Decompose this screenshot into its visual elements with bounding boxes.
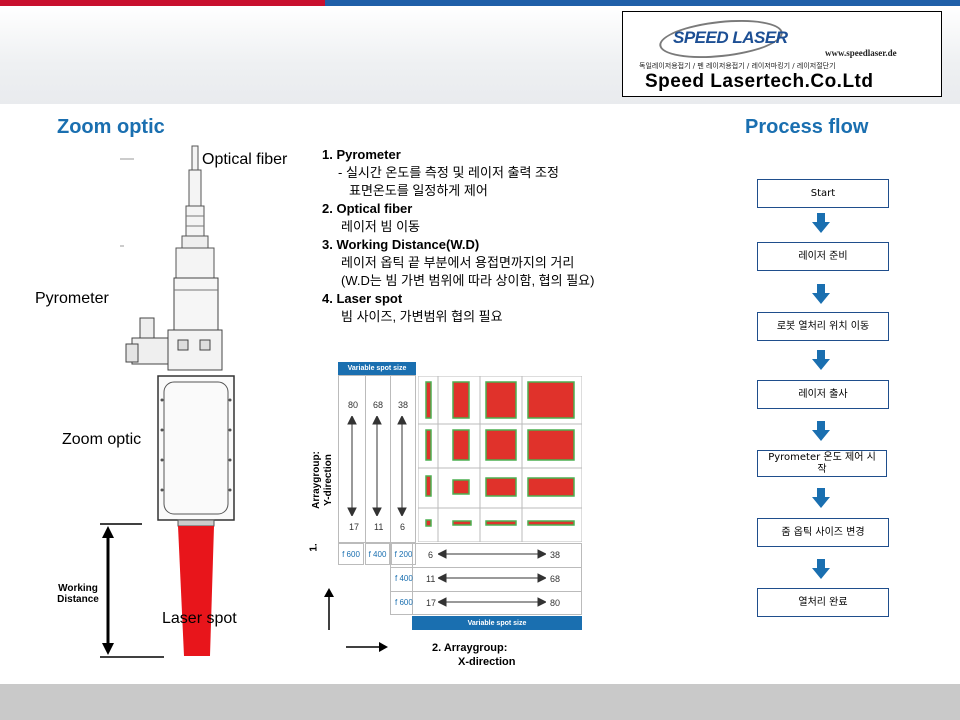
- logo-url: www.speedlaser.de: [825, 48, 897, 58]
- desc-line: 레이저 빔 이동: [341, 219, 420, 234]
- y-axis-label-line2: Y-direction: [322, 454, 334, 506]
- optical-fiber-label: Optical fiber: [202, 151, 288, 168]
- focal-f400: f 400: [365, 543, 390, 565]
- flow-step-robot-move: 로봇 열처리 위치 이동: [757, 312, 889, 341]
- y-axis-label: Arraygroup: Y-direction: [296, 450, 366, 510]
- grid-footer: Variable spot size: [412, 616, 582, 630]
- y-max-f600: 80: [348, 400, 359, 410]
- laser-spot-label: Laser spot: [162, 610, 237, 627]
- desc-line: 레이저 옵틱 끝 부분에서 용접면까지의 거리: [341, 255, 575, 270]
- y-min-f600: 17: [349, 522, 360, 532]
- x-max-f400: 68: [550, 574, 561, 584]
- zoom-optic-drawing: [100, 145, 235, 658]
- y-axis-number: 1.: [308, 543, 320, 552]
- flow-arrow-icon: [812, 488, 830, 508]
- company-logo: SPEED LASER www.speedlaser.de 독일레이저용접기 /…: [622, 11, 942, 97]
- x-axis-label-line1: 2. Arraygroup:: [432, 642, 508, 654]
- logo-company: Speed Lasertech.Co.Ltd: [645, 71, 874, 92]
- desc-heading-pyrometer: 1. Pyrometer: [322, 147, 401, 162]
- desc-line: 표면온도를 일정하게 제어: [349, 183, 488, 198]
- focal-f600: f 600: [338, 543, 364, 565]
- x-focal-f600: f 600: [395, 598, 413, 607]
- top-accent-red: [0, 0, 325, 6]
- flow-step-laser-emit: 레이저 출사: [757, 380, 889, 409]
- x-max-f600: 80: [550, 598, 561, 608]
- y-axis-label-line1: Arraygroup:: [310, 451, 322, 509]
- x-rows-frame: [390, 543, 582, 615]
- y-column-frame: [338, 375, 416, 543]
- logo-brand: SPEED LASER: [673, 28, 788, 47]
- y-direction-arrow: [324, 588, 334, 630]
- y-max-f400: 68: [373, 400, 384, 410]
- flow-arrow-icon: [812, 559, 830, 579]
- x-range-arrows: [438, 549, 546, 607]
- flow-step-pyrometer: Pyrometer 온도 제어 시작: [757, 450, 887, 477]
- desc-line: - 실시간 온도를 측정 및 레이저 출력 조정: [338, 165, 559, 180]
- desc-heading-laser-spot: 4. Laser spot: [322, 291, 403, 306]
- x-axis-label-line2: X-direction: [458, 656, 516, 668]
- x-max-f200: 38: [550, 550, 561, 560]
- y-min-f400: 11: [374, 522, 384, 532]
- working-distance-label: Working Distance: [52, 583, 104, 605]
- zoom-optic-title: Zoom optic: [57, 116, 165, 138]
- flow-arrow-icon: [812, 213, 830, 233]
- flow-step-finish: 열처리 완료: [757, 588, 889, 617]
- desc-heading-working-distance: 3. Working Distance(W.D): [322, 237, 480, 252]
- spot-size-grid: Variable spot size 80 68 38 17 11 6 f 60…: [338, 362, 584, 634]
- pyrometer-label: Pyrometer: [35, 290, 109, 307]
- y-range-arrows: [347, 416, 407, 516]
- desc-line: (W.D는 빔 가변 범위에 따라 상이함, 협의 필요): [341, 273, 595, 288]
- flow-arrow-icon: [812, 421, 830, 441]
- laser-beam: [178, 526, 214, 656]
- flow-arrow-icon: [812, 284, 830, 304]
- y-min-f200: 6: [400, 522, 406, 532]
- x-min-f400: 11: [426, 574, 436, 584]
- working-distance-line2: Distance: [57, 594, 99, 605]
- logo-subtitle: 독일레이저용접기 / 펜 레이저용접기 / 레이저마킹기 / 레이저절단기: [639, 62, 836, 70]
- top-accent-blue: [325, 0, 960, 6]
- process-flow-title: Process flow: [745, 116, 869, 138]
- x-focal-f400: f 400: [395, 574, 413, 583]
- x-axis-label: 2. Arraygroup: X-direction: [432, 641, 515, 669]
- desc-line: 빔 사이즈, 가변범위 협의 필요: [341, 309, 503, 324]
- grid-header: Variable spot size: [338, 362, 416, 375]
- working-distance-line1: Working: [58, 583, 98, 594]
- footer-bar: [0, 684, 960, 720]
- flow-step-zoom-change: 줌 옵틱 사이즈 변경: [757, 518, 889, 547]
- x-min-f200: 6: [428, 550, 434, 560]
- desc-heading-optical-fiber: 2. Optical fiber: [322, 201, 413, 216]
- zoom-optic-label: Zoom optic: [62, 431, 142, 448]
- flow-arrow-icon: [812, 350, 830, 370]
- description-list: 1. Pyrometer - 실시간 온도를 측정 및 레이저 출력 조정 표면…: [322, 146, 594, 326]
- flow-step-start: Start: [757, 179, 889, 208]
- x-min-f600: 17: [426, 598, 437, 608]
- x-direction-arrow: [346, 642, 388, 652]
- y-max-f200: 38: [398, 400, 409, 410]
- flow-step-laser-ready: 레이저 준비: [757, 242, 889, 271]
- spot-image-matrix: [418, 376, 582, 542]
